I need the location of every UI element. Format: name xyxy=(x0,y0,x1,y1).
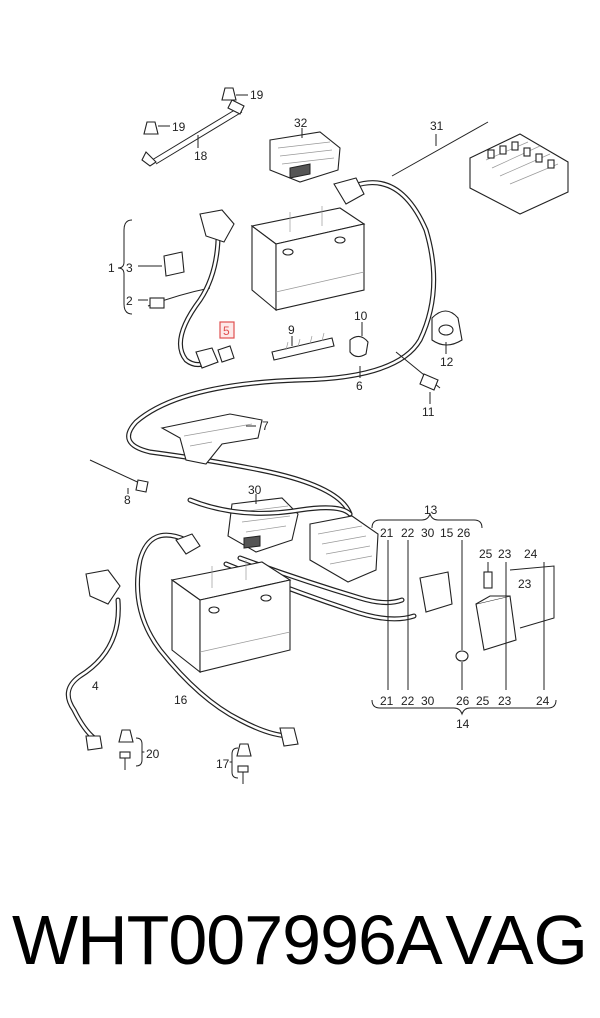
callout-14: 14 xyxy=(456,717,470,731)
callout-15: 15 xyxy=(440,526,454,540)
callout-6: 6 xyxy=(356,379,363,393)
callout-24: 24 xyxy=(536,694,550,708)
part-18-rod xyxy=(141,87,245,167)
callout-23: 23 xyxy=(518,577,532,591)
callout-20: 20 xyxy=(146,747,160,761)
callout-2: 2 xyxy=(126,294,133,308)
part-30-cover xyxy=(227,497,299,553)
callout-30: 30 xyxy=(421,526,435,540)
callout-4: 4 xyxy=(92,679,99,693)
callout-31: 31 xyxy=(430,119,444,133)
callout-23: 23 xyxy=(498,547,512,561)
callout-1: 1 xyxy=(108,261,115,275)
callout-30: 30 xyxy=(421,694,435,708)
callout-21: 21 xyxy=(380,526,394,540)
callout-32: 32 xyxy=(294,116,308,130)
callout-13: 13 xyxy=(424,503,438,517)
callout-25: 25 xyxy=(476,694,490,708)
callout-19: 19 xyxy=(172,120,186,134)
part-32-cover xyxy=(269,131,341,183)
part-5-highlight xyxy=(219,321,235,339)
callout-19: 19 xyxy=(250,88,264,102)
wiring-diagram: 19 19 18 32 31 1 3 2 5 9 10 12 6 11 7 8 … xyxy=(65,87,569,784)
battery-lower xyxy=(170,560,292,674)
part-31-fusebox xyxy=(391,121,569,215)
callout-26: 26 xyxy=(456,694,470,708)
callout-30: 30 xyxy=(248,483,262,497)
callout-23: 23 xyxy=(498,694,512,708)
callout-5: 5 xyxy=(223,324,230,338)
callout-21: 21 xyxy=(380,694,394,708)
callout-16: 16 xyxy=(174,693,188,707)
part-number: WHT007996A xyxy=(12,901,443,979)
callout-17: 17 xyxy=(216,757,230,771)
callout-24: 24 xyxy=(524,547,538,561)
brand-label: VAG xyxy=(445,901,588,979)
relay-group xyxy=(419,562,555,662)
callout-8: 8 xyxy=(124,493,131,507)
callout-22: 22 xyxy=(401,694,415,708)
footer: WHT007996A VAG xyxy=(0,885,600,995)
callout-10: 10 xyxy=(354,309,368,323)
callout-11: 11 xyxy=(422,405,435,419)
callout-26: 26 xyxy=(457,526,471,540)
callout-9: 9 xyxy=(288,323,295,337)
callout-18: 18 xyxy=(194,149,208,163)
callout-7: 7 xyxy=(262,419,269,433)
callout-25: 25 xyxy=(479,547,493,561)
callout-3: 3 xyxy=(126,261,133,275)
callout-12: 12 xyxy=(440,355,454,369)
callout-22: 22 xyxy=(401,526,415,540)
control-module xyxy=(309,515,379,583)
battery-upper xyxy=(250,206,366,312)
